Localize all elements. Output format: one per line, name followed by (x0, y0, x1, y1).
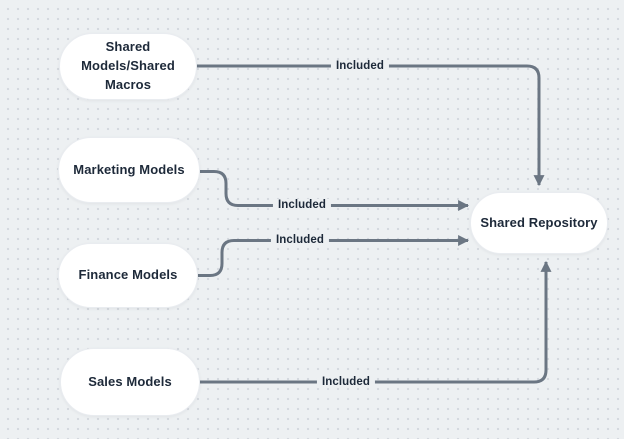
edge-label-included: Included (270, 234, 330, 246)
node-marketing-models: Marketing Models (58, 137, 200, 203)
node-sales-models: Sales Models (60, 348, 200, 416)
node-label: Finance Models (78, 267, 178, 283)
node-shared-repository: Shared Repository (470, 192, 608, 254)
node-shared-models-shared-macros: Shared Models/Shared Macros (59, 33, 197, 100)
node-label: Sales Models (88, 373, 172, 389)
edge-finance-models-to-shared-repository (198, 235, 470, 277)
node-label: Shared Models/Shared Macros (81, 39, 175, 92)
edge-label-included: Included (272, 199, 332, 211)
node-label: Shared Repository (480, 214, 598, 230)
edge-marketing-models-to-shared-repository (200, 170, 470, 211)
node-label: Marketing Models (73, 161, 185, 177)
node-finance-models: Finance Models (58, 243, 198, 308)
edge-shared-models-to-shared-repository (197, 64, 545, 187)
edge-label-included: Included (330, 60, 390, 72)
edge-label-included: Included (316, 376, 376, 388)
edge-sales-models-to-shared-repository (200, 260, 552, 384)
